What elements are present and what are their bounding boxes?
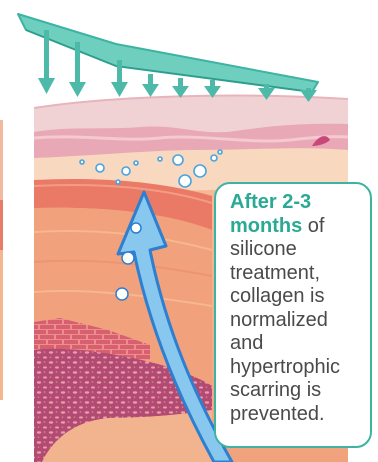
- bubble-icon: [194, 165, 206, 177]
- left-panel-edge: [0, 120, 3, 400]
- bubble-icon: [211, 155, 217, 161]
- callout-highlight: After 2-3 months: [230, 191, 311, 237]
- bubble-icon: [173, 155, 183, 165]
- bubble-icon: [116, 180, 120, 184]
- treatment-callout-box: After 2-3 months of silicone treatment, …: [214, 182, 372, 448]
- bubble-icon: [179, 175, 191, 187]
- pressure-arrow-icon: [172, 78, 189, 98]
- silicone-sheet-icon: [18, 14, 318, 92]
- callout-body: of silicone treatment, collagen is norma…: [230, 215, 340, 425]
- bubble-icon: [96, 164, 104, 172]
- bubble-icon: [134, 161, 138, 165]
- bubble-icon: [80, 160, 84, 164]
- pressure-arrow-icon: [142, 74, 159, 97]
- bubble-icon: [122, 167, 130, 175]
- bubble-icon: [218, 150, 222, 154]
- bubble-icon: [158, 157, 162, 161]
